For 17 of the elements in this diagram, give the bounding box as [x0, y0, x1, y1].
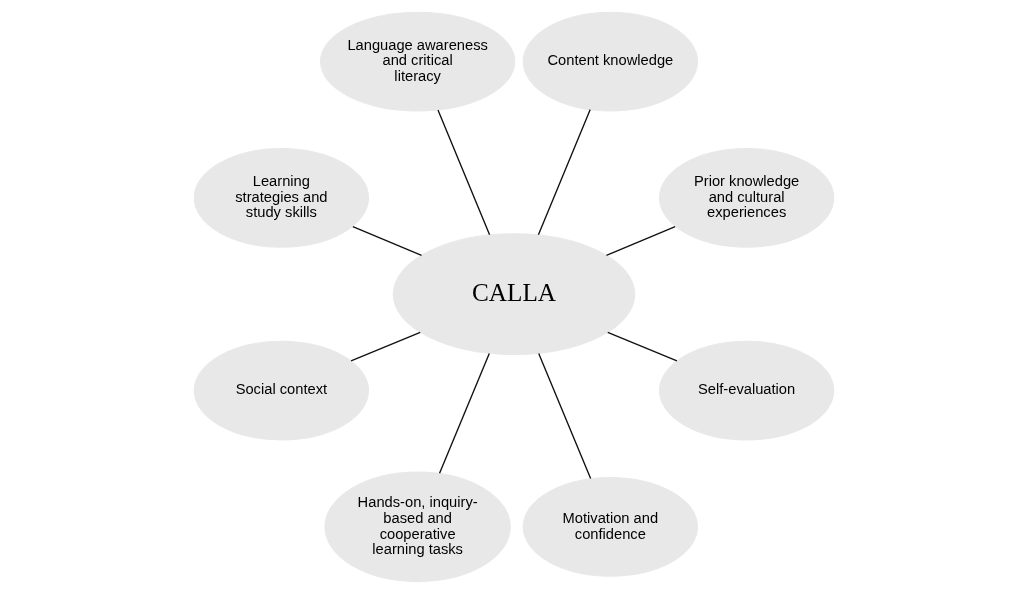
- node-ellipse: Language awareness and critical literacy: [319, 11, 515, 112]
- node-ellipse: Learning strategies and study skills: [193, 147, 369, 248]
- connector: [438, 352, 490, 474]
- connector: [537, 108, 591, 236]
- node-ellipse: CALLA: [392, 233, 635, 356]
- connector: [349, 331, 421, 362]
- node-ellipse: Self-evaluation: [658, 340, 834, 441]
- connector: [537, 352, 591, 480]
- connector: [605, 225, 676, 256]
- node-ellipse: Prior knowledge and cultural experiences: [658, 147, 834, 248]
- node-ellipse: Motivation and confidence: [522, 476, 698, 577]
- connector: [351, 225, 422, 256]
- node-ellipse: Content knowledge: [522, 11, 698, 112]
- node-ellipse: Social context: [193, 340, 369, 441]
- connector: [606, 331, 678, 362]
- node-ellipse: Hands-on, inquiry-based and cooperative learning tasks: [323, 471, 511, 583]
- connector: [436, 109, 490, 236]
